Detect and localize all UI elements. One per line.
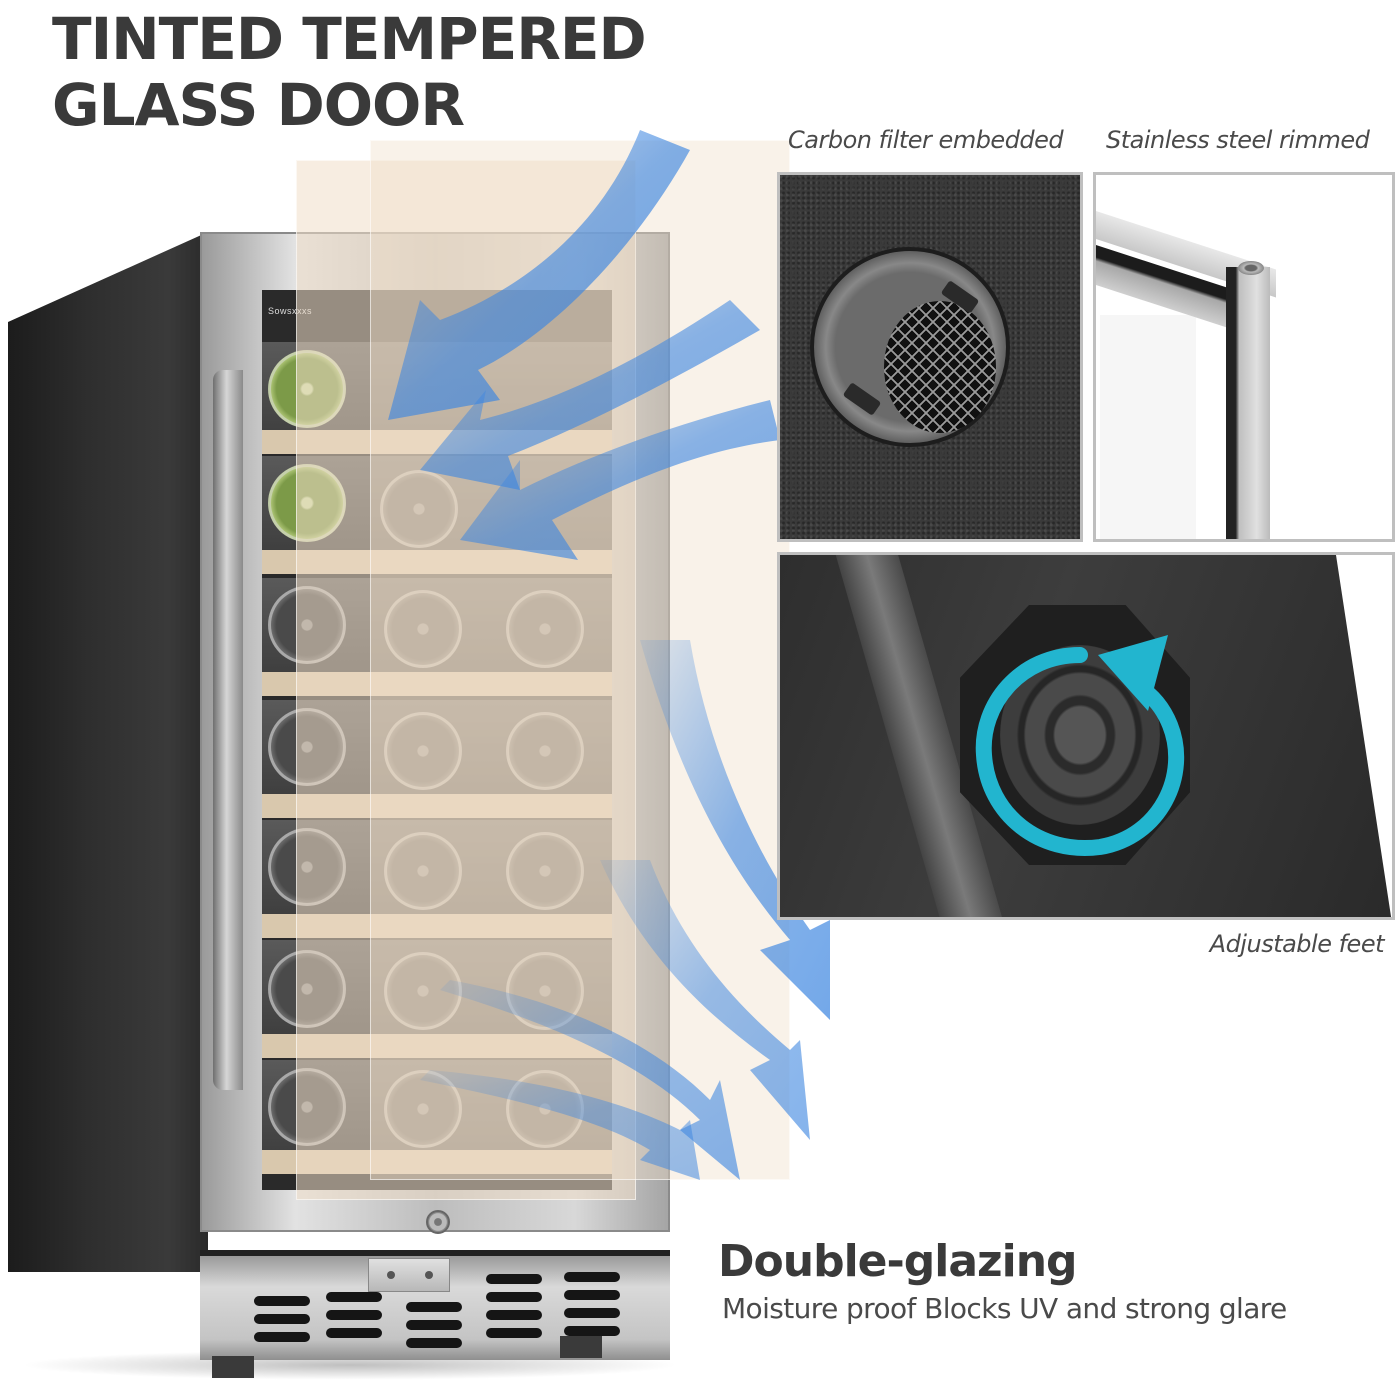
screw-icon [425, 1271, 433, 1279]
adjustable-feet-panel [777, 552, 1395, 920]
vent-slot [486, 1328, 542, 1338]
headline: TINTED TEMPERED GLASS DOOR [52, 5, 647, 139]
wine-cooler-image: Sowsxxxs [8, 140, 790, 1380]
feet-corner [1336, 555, 1392, 917]
vent-slot [254, 1332, 310, 1342]
carbon-filter-icon [810, 247, 1010, 447]
double-glazing-subtitle: Moisture proof Blocks UV and strong glar… [722, 1292, 1287, 1325]
headline-line-2: GLASS DOOR [52, 71, 465, 139]
vent-slot [486, 1274, 542, 1284]
cooler-foot [560, 1336, 602, 1358]
vent-slot [406, 1320, 462, 1330]
vent-slot [564, 1272, 620, 1282]
vent-slot [406, 1338, 462, 1348]
steel-rim-side [1226, 267, 1270, 539]
glass-pane-layer [370, 140, 790, 1180]
steel-glass [1100, 315, 1196, 539]
vent-slot [326, 1292, 382, 1302]
bottom-bracket [368, 1258, 450, 1292]
filter-mesh [884, 301, 996, 433]
vent-slot [564, 1326, 620, 1336]
cooler-foot [212, 1356, 254, 1378]
caption-adjustable-feet: Adjustable feet [1209, 930, 1385, 958]
vent-slot [254, 1314, 310, 1324]
vent-slot [486, 1292, 542, 1302]
caption-stainless-steel: Stainless steel rimmed [1106, 126, 1370, 154]
bolt-icon [1238, 261, 1264, 275]
stainless-steel-panel [1093, 172, 1395, 542]
vent-slot [486, 1310, 542, 1320]
vent-slot [326, 1328, 382, 1338]
vent-slot [326, 1310, 382, 1320]
door-handle [213, 370, 243, 1090]
vent-slot [564, 1290, 620, 1300]
carbon-filter-panel [777, 172, 1083, 542]
screw-icon [387, 1271, 395, 1279]
brand-logo: Sowsxxxs [268, 306, 313, 316]
lock-icon [426, 1210, 450, 1234]
cooler-side-panel [8, 232, 208, 1272]
headline-line-1: TINTED TEMPERED [52, 5, 647, 73]
double-glazing-title: Double-glazing [718, 1236, 1078, 1287]
caption-carbon-filter: Carbon filter embedded [788, 126, 1064, 154]
vent-slot [564, 1308, 620, 1318]
vent-slot [406, 1302, 462, 1312]
rotate-arrow-icon [975, 635, 1185, 856]
vent-slot [254, 1296, 310, 1306]
filter-tab [842, 382, 882, 416]
